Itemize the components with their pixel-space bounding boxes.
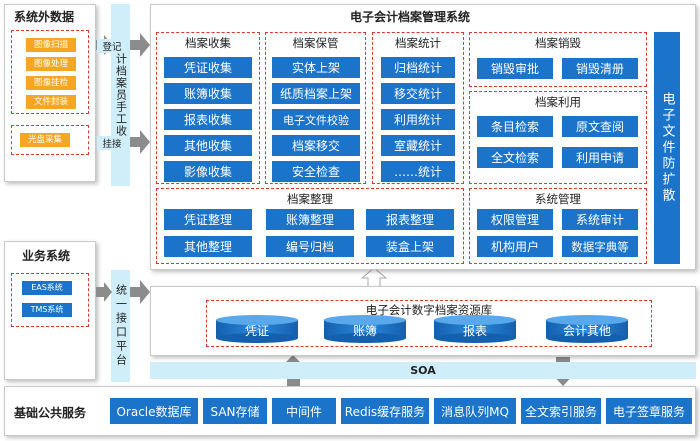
infra-item-3: Redis缓存服务 xyxy=(341,398,429,424)
sort-group xyxy=(156,188,464,264)
keep-item-3: 档案移交 xyxy=(272,135,360,156)
cylinder-3 xyxy=(546,315,628,343)
platform-label: 统一接口平台 xyxy=(114,284,128,368)
soa-label: SOA xyxy=(410,364,436,377)
sort-item-0: 凭证整理 xyxy=(164,209,252,230)
sys-item-2: 机构用户 xyxy=(477,236,553,257)
use-group xyxy=(469,91,647,184)
sort-item-5: 装盒上架 xyxy=(366,236,454,257)
external-item-2: 图像挂检 xyxy=(26,76,76,90)
sort-item-4: 编号归档 xyxy=(266,236,354,257)
repo-item-2: 报表 xyxy=(462,324,487,338)
keep-item-4: 安全检查 xyxy=(272,161,360,182)
infra-item-6: 电子签章服务 xyxy=(606,398,692,424)
disc-collect: 光盘采集 xyxy=(20,133,70,147)
arrow-biz-to-strip xyxy=(96,282,112,302)
keep-title: 档案保管 xyxy=(292,36,339,50)
anti-diffusion: 电子文件防扩散 xyxy=(654,32,680,264)
destroy-title: 档案销毁 xyxy=(535,36,581,50)
destroy-item-0: 销毁审批 xyxy=(477,58,553,79)
use-item-0: 条目检索 xyxy=(477,116,553,137)
business-item-0: EAS系统 xyxy=(22,281,72,295)
sys-group xyxy=(469,188,647,264)
collect-item-4: 影像收集 xyxy=(164,161,252,182)
arrow-strip-to-main-1 xyxy=(130,33,150,57)
stat-item-1: 移交统计 xyxy=(381,83,455,104)
arrow-strip-to-repo xyxy=(130,280,150,304)
keep-item-2: 电子文件校验 xyxy=(272,109,360,130)
external-data-title: 系统外数据 xyxy=(14,10,75,24)
infra-item-4: 消息队列MQ xyxy=(434,398,516,424)
stat-item-3: 室藏统计 xyxy=(381,135,455,156)
external-data-panel xyxy=(4,4,96,182)
disc-group xyxy=(11,125,89,155)
cylinder-2 xyxy=(434,315,516,343)
keep-item-1: 纸质档案上架 xyxy=(272,83,360,104)
external-items-group xyxy=(11,30,89,114)
business-items-group xyxy=(11,273,89,327)
sort-title: 档案整理 xyxy=(287,192,333,206)
repo-item-1: 账簿 xyxy=(352,324,377,338)
external-item-0: 图像扫描 xyxy=(26,38,76,52)
keep-item-0: 实体上架 xyxy=(272,57,360,78)
use-item-1: 原文查阅 xyxy=(562,116,638,137)
collect-item-2: 报表收集 xyxy=(164,109,252,130)
repo-item-0: 凭证 xyxy=(244,324,269,338)
cylinder-0 xyxy=(216,315,298,343)
collect-group xyxy=(156,32,260,184)
external-item-3: 文件封装 xyxy=(26,95,76,109)
collect-item-0: 凭证收集 xyxy=(164,57,252,78)
repo-group xyxy=(206,300,652,347)
stat-title: 档案统计 xyxy=(395,36,441,50)
sys-item-1: 系统审计 xyxy=(562,209,638,230)
main-system-title: 电子会计档案管理系统 xyxy=(350,10,471,24)
arrow-strip-to-main-2 xyxy=(130,130,150,154)
external-item-1: 图像处理 xyxy=(26,57,76,71)
use-item-3: 利用申请 xyxy=(562,147,638,168)
manual-collect-label: 会计档案员手工收集 xyxy=(114,41,128,149)
infra-item-0: Oracle数据库 xyxy=(110,398,198,424)
business-item-1: TMS系统 xyxy=(22,303,72,317)
collect-item-1: 账簿收集 xyxy=(164,83,252,104)
hook-label: 挂接 xyxy=(97,136,127,150)
infra-item-1: SAN存储 xyxy=(203,398,267,424)
infra-item-2: 中间件 xyxy=(272,398,336,424)
stat-group xyxy=(372,32,464,184)
business-title: 业务系统 xyxy=(22,249,71,263)
use-item-2: 全文检索 xyxy=(477,147,553,168)
sys-title: 系统管理 xyxy=(535,192,581,206)
cylinder-1 xyxy=(324,315,406,343)
sort-item-3: 其他整理 xyxy=(164,236,252,257)
collect-title: 档案收集 xyxy=(185,36,231,50)
infra-item-5: 全文索引服务 xyxy=(521,398,601,424)
sort-item-2: 报表整理 xyxy=(366,209,454,230)
sys-item-0: 权限管理 xyxy=(477,209,553,230)
soa-bar: SOA xyxy=(150,362,696,379)
repo-title: 电子会计数字档案资源库 xyxy=(365,303,493,317)
stat-item-4: ……统计 xyxy=(381,161,455,182)
platform-strip: 统一接口平台 xyxy=(111,270,130,382)
destroy-group xyxy=(469,32,647,87)
sys-item-3: 数据字典等 xyxy=(562,236,638,257)
destroy-item-1: 销毁清册 xyxy=(562,58,638,79)
stat-item-0: 归档统计 xyxy=(381,57,455,78)
use-title: 档案利用 xyxy=(535,95,581,109)
infra-title: 基础公共服务 xyxy=(14,406,87,420)
anti-diffusion-label: 电子文件防扩散 xyxy=(659,92,675,204)
collect-item-3: 其他收集 xyxy=(164,135,252,156)
keep-group xyxy=(265,32,366,184)
register-label: 登记 xyxy=(97,39,127,53)
repo-item-3: 会计其他 xyxy=(562,324,611,338)
stat-item-2: 利用统计 xyxy=(381,109,455,130)
sort-item-1: 账簿整理 xyxy=(266,209,354,230)
